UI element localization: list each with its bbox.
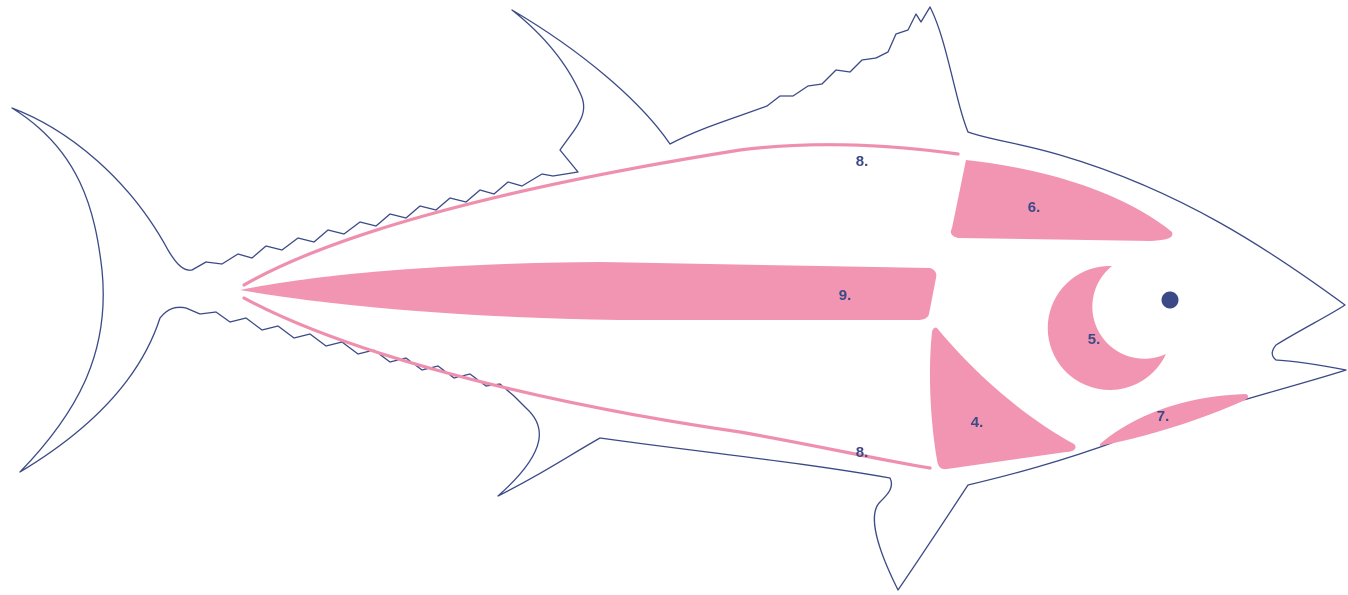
- cut-9-loin: [240, 262, 936, 320]
- cut-7-throat: [1100, 394, 1248, 446]
- label-cut-4: 4.: [971, 414, 984, 431]
- eye-icon: [1162, 292, 1179, 309]
- cut-6-upper-collar: [951, 160, 1172, 241]
- label-cut-9: 9.: [839, 287, 852, 304]
- belly-line-bottom: [244, 298, 930, 468]
- label-cut-6: 6.: [1028, 199, 1041, 216]
- label-cut-8-top: 8.: [856, 153, 869, 170]
- cut-5-cheek: [1048, 266, 1166, 390]
- label-cut-8-bottom: 8.: [856, 444, 869, 461]
- label-cut-5: 5.: [1088, 331, 1101, 348]
- label-cut-7: 7.: [1157, 408, 1170, 425]
